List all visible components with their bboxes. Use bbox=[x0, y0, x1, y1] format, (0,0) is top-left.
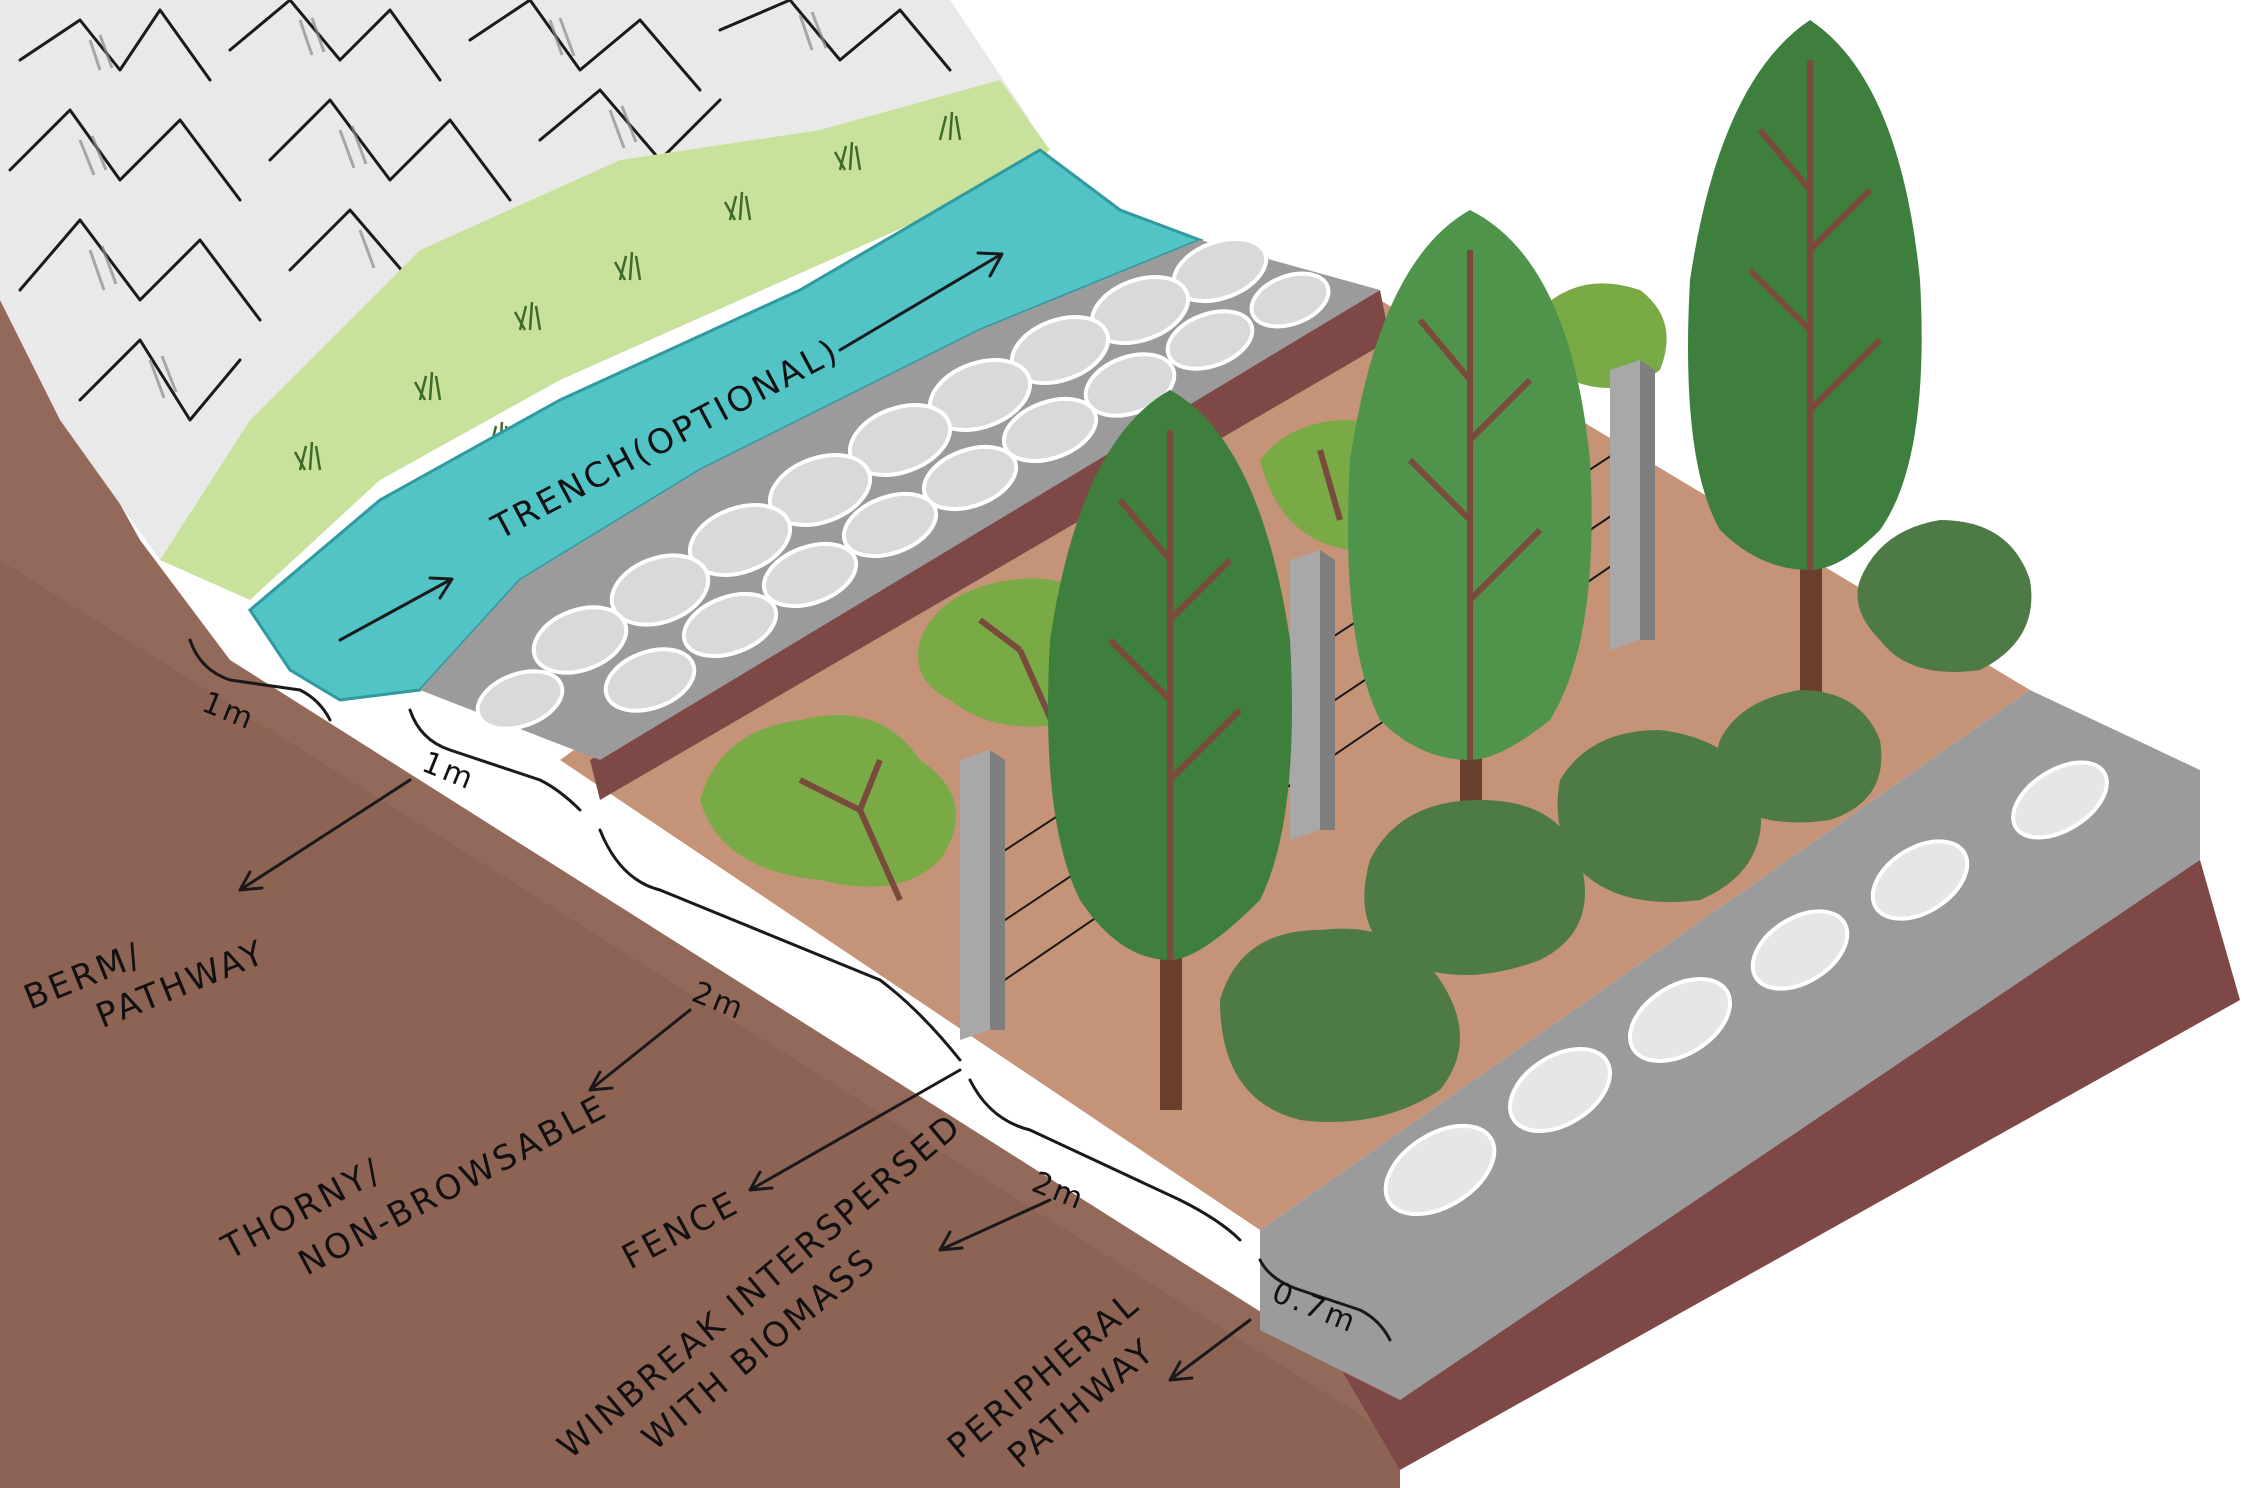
windbreak-tree-1 bbox=[1048, 390, 1292, 1110]
arrow-windbreak bbox=[938, 1198, 1052, 1252]
peripheral-stones bbox=[1383, 760, 2109, 1217]
grass-tufts bbox=[293, 111, 962, 531]
grass-strip bbox=[160, 80, 1050, 600]
brace-windbreak bbox=[968, 1078, 1242, 1242]
brace-thorny bbox=[598, 828, 962, 1062]
windbreak-trees bbox=[1048, 20, 1922, 1110]
arrow-peripheral bbox=[1168, 1318, 1252, 1382]
thorny-shrub-1 bbox=[700, 715, 956, 887]
biomass-shrub-5 bbox=[1857, 520, 2032, 672]
arrow-fence bbox=[748, 1068, 962, 1192]
biomass-shrub-2 bbox=[1364, 800, 1585, 975]
arrow-berm bbox=[238, 778, 412, 892]
mountain-ridges bbox=[8, 0, 952, 422]
grass-area bbox=[160, 80, 1050, 600]
mountain-hatching bbox=[78, 11, 828, 399]
biomass-shrub-3 bbox=[1557, 730, 1762, 902]
windbreak-tree-3 bbox=[1688, 20, 1922, 720]
peripheral-pathway bbox=[1260, 690, 2200, 1400]
brace-trench bbox=[188, 638, 332, 722]
fence-post-3 bbox=[1610, 360, 1655, 650]
arrow-thorny bbox=[588, 1008, 692, 1092]
brace-peripheral bbox=[1258, 1258, 1392, 1342]
leader-arrows bbox=[238, 778, 1252, 1382]
rocky-mountain-slope bbox=[0, 0, 1030, 560]
biomass-shrub-4 bbox=[1716, 690, 1882, 823]
fence-post-2 bbox=[1290, 550, 1335, 840]
thorny-shrub-branches bbox=[798, 449, 1343, 902]
fence-post-1 bbox=[960, 750, 1005, 1040]
dimension-braces bbox=[188, 638, 1392, 1342]
flow-arrow-upper bbox=[838, 251, 1004, 352]
stone-berm bbox=[420, 236, 1380, 760]
mountain-body bbox=[0, 0, 1030, 560]
soil-side-face-lower bbox=[0, 560, 1400, 1488]
windbreak-tree-2 bbox=[1348, 210, 1592, 810]
flow-arrow-lower bbox=[338, 576, 454, 642]
berm-stones bbox=[475, 236, 1331, 731]
biomass-shrub-1 bbox=[1220, 928, 1460, 1122]
brace-berm bbox=[408, 708, 582, 812]
biomass-shrubs bbox=[1220, 520, 2032, 1122]
